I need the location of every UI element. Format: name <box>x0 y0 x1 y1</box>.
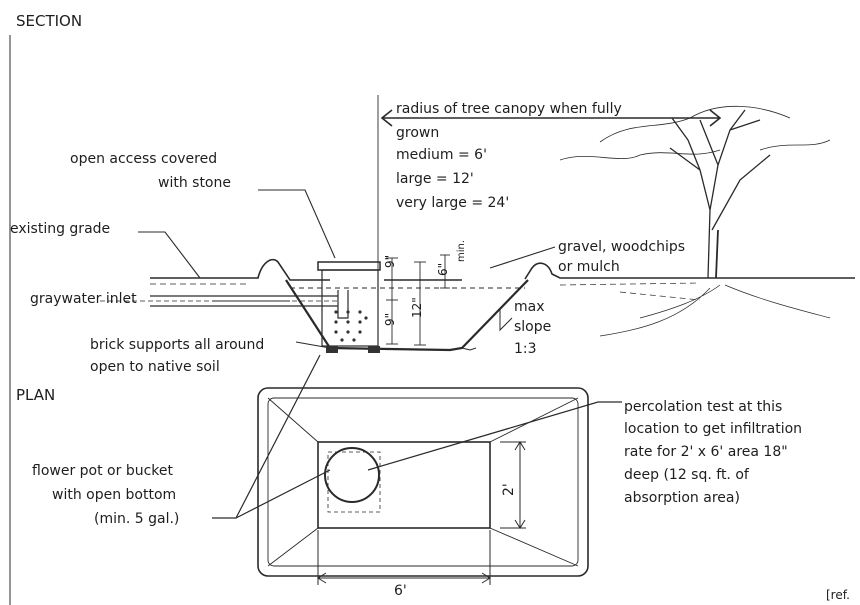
section-leader-lines <box>138 189 556 349</box>
ground-line <box>150 258 855 281</box>
section-dimension-lines <box>377 95 450 346</box>
slope-triangle <box>499 310 513 332</box>
gravel-label-line-2: or mulch <box>558 259 620 275</box>
plan-bucket-circle <box>324 447 380 503</box>
plan-slope-lines <box>267 397 579 567</box>
plan-leader-lines <box>212 354 622 519</box>
plan-basin-bottom <box>317 441 491 529</box>
percolation-label-line-5: absorption area) <box>624 490 740 506</box>
brick-left <box>326 346 338 353</box>
flower-pot-label-line-1: flower pot or bucket <box>32 463 173 479</box>
existing-grade-label: existing grade <box>10 221 111 237</box>
inlet-pipe <box>150 290 349 319</box>
dimension-6: 6" <box>436 262 450 276</box>
dimension-12: 12" <box>410 297 424 318</box>
max-slope-label-line-2: slope <box>514 319 552 335</box>
plan-height-dimension: 2' <box>501 483 517 496</box>
flower-pot-label-line-2: with open bottom <box>52 487 177 503</box>
graywater-inlet-label: graywater inlet <box>30 291 137 307</box>
plan-brick-square <box>327 451 381 513</box>
percolation-label-line-2: location to get infiltration <box>624 421 803 437</box>
canopy-label-line-4: large = 12' <box>396 171 474 187</box>
brick-label-line-1: brick supports all around <box>90 337 265 353</box>
section-title: SECTION <box>16 12 83 30</box>
pot-perforations <box>334 310 368 342</box>
access-label-line-2: with stone <box>158 175 231 191</box>
tree <box>559 105 831 337</box>
dimension-9-top: 9" <box>383 254 397 268</box>
dimension-min: min. <box>456 239 467 262</box>
ground-hatch <box>150 282 701 301</box>
canopy-label-line-3: medium = 6' <box>396 147 487 163</box>
plan-dimension-lines <box>317 441 526 585</box>
canopy-label-line-2: grown <box>396 125 440 141</box>
access-pot <box>321 269 379 347</box>
percolation-label-line-4: deep (12 sq. ft. of <box>624 467 749 483</box>
plan-width-dimension: 6' <box>394 583 407 599</box>
canopy-label-line-5: very large = 24' <box>396 195 510 211</box>
plan-outer-basin <box>257 387 589 577</box>
brick-label-line-2: open to native soil <box>90 359 220 375</box>
percolation-label-line-1: percolation test at this <box>624 399 783 415</box>
percolation-label-line-3: rate for 2' x 6' area 18" <box>624 444 788 460</box>
reference-label: [ref. <box>826 588 850 602</box>
max-slope-label-line-1: max <box>514 299 545 315</box>
canopy-label-line-1: radius of tree canopy when fully <box>396 101 622 117</box>
flower-pot-label-line-3: (min. 5 gal.) <box>94 511 180 527</box>
brick-right <box>368 346 380 353</box>
access-label-line-1: open access covered <box>70 151 218 167</box>
canopy-arrow <box>380 109 722 127</box>
basin-inner-line <box>461 347 477 351</box>
max-slope-label-line-3: 1:3 <box>514 341 537 357</box>
dimension-9-bottom: 9" <box>383 312 397 326</box>
access-stone-cover <box>317 261 381 271</box>
basin-outline <box>285 279 529 352</box>
gravel-label-line-1: gravel, woodchips <box>558 239 686 255</box>
plan-title: PLAN <box>16 386 56 404</box>
